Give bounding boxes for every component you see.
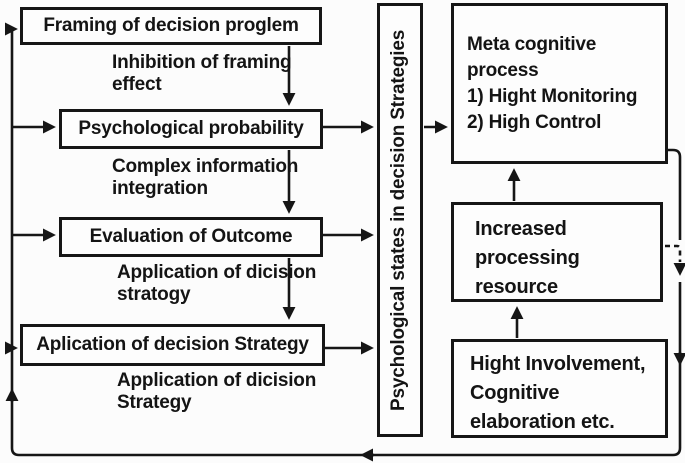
involvement-line1: Hight Involvement, <box>470 353 646 375</box>
framing-box: Framing of decision proglem <box>20 7 322 45</box>
involvement-line2: Cognitive <box>470 382 560 404</box>
psychological-states-box: Psychological states in decision Strateg… <box>377 3 423 437</box>
application-dicision-label-1: Application of dicision stratogy <box>117 262 316 306</box>
complex-information-line2: integration <box>112 178 208 199</box>
psychological-probability-label: Psychological probability <box>78 117 304 139</box>
increased-processing-box: Increased processing resource <box>451 202 663 302</box>
application-strategy-label: Aplication of decision Strategy <box>36 333 309 355</box>
psychological-probability-box: Psychological probability <box>59 109 323 149</box>
inhibition-framing-line1: Inhibition of framing <box>112 52 292 73</box>
inhibition-framing-label: Inhibition of framing effect <box>112 52 292 96</box>
evaluation-outcome-label: Evaluation of Outcome <box>89 225 293 247</box>
increased-line1: Increased <box>475 218 567 240</box>
feedback-rail-left <box>10 31 682 457</box>
involvement-line3: elaboration etc. <box>470 408 653 437</box>
framing-label: Framing of decision proglem <box>43 14 299 36</box>
involvement-line3-right: etc. <box>580 411 615 433</box>
feedback-line-meta-right <box>667 148 682 240</box>
involvement-box: Hight Involvement, Cognitive elaboration… <box>451 339 668 438</box>
meta-line3: 1) Hight Monitoring <box>467 86 638 107</box>
psychological-states-label: Psychological states in decision Strateg… <box>388 29 410 411</box>
dashed-feedback-segment <box>665 244 682 262</box>
meta-line1: Meta cognitive <box>467 34 597 55</box>
application-dicision-label-2: Application of dicision Strategy <box>117 370 316 414</box>
meta-cognitive-box: Meta cognitive process 1) Hight Monitori… <box>451 3 668 164</box>
increased-line3: resource <box>475 276 558 298</box>
complex-information-label: Complex information integration <box>112 156 298 200</box>
meta-line2: process <box>467 60 539 81</box>
complex-information-line1: Complex information <box>112 156 299 177</box>
evaluation-outcome-box: Evaluation of Outcome <box>59 217 323 257</box>
increased-line2: processing <box>475 247 580 269</box>
involvement-line3-left: elaboration <box>470 411 576 433</box>
application-dicision-2-line2: Strategy <box>117 392 192 413</box>
application-dicision-1-line1: Application of dicision <box>117 262 317 283</box>
inhibition-framing-line2: effect <box>112 74 162 95</box>
application-strategy-box: Aplication of decision Strategy <box>20 324 325 366</box>
application-dicision-2-line1: Application of dicision <box>117 370 317 391</box>
meta-line4: 2) High Control <box>467 112 602 133</box>
application-dicision-1-line2: stratogy <box>117 284 191 305</box>
